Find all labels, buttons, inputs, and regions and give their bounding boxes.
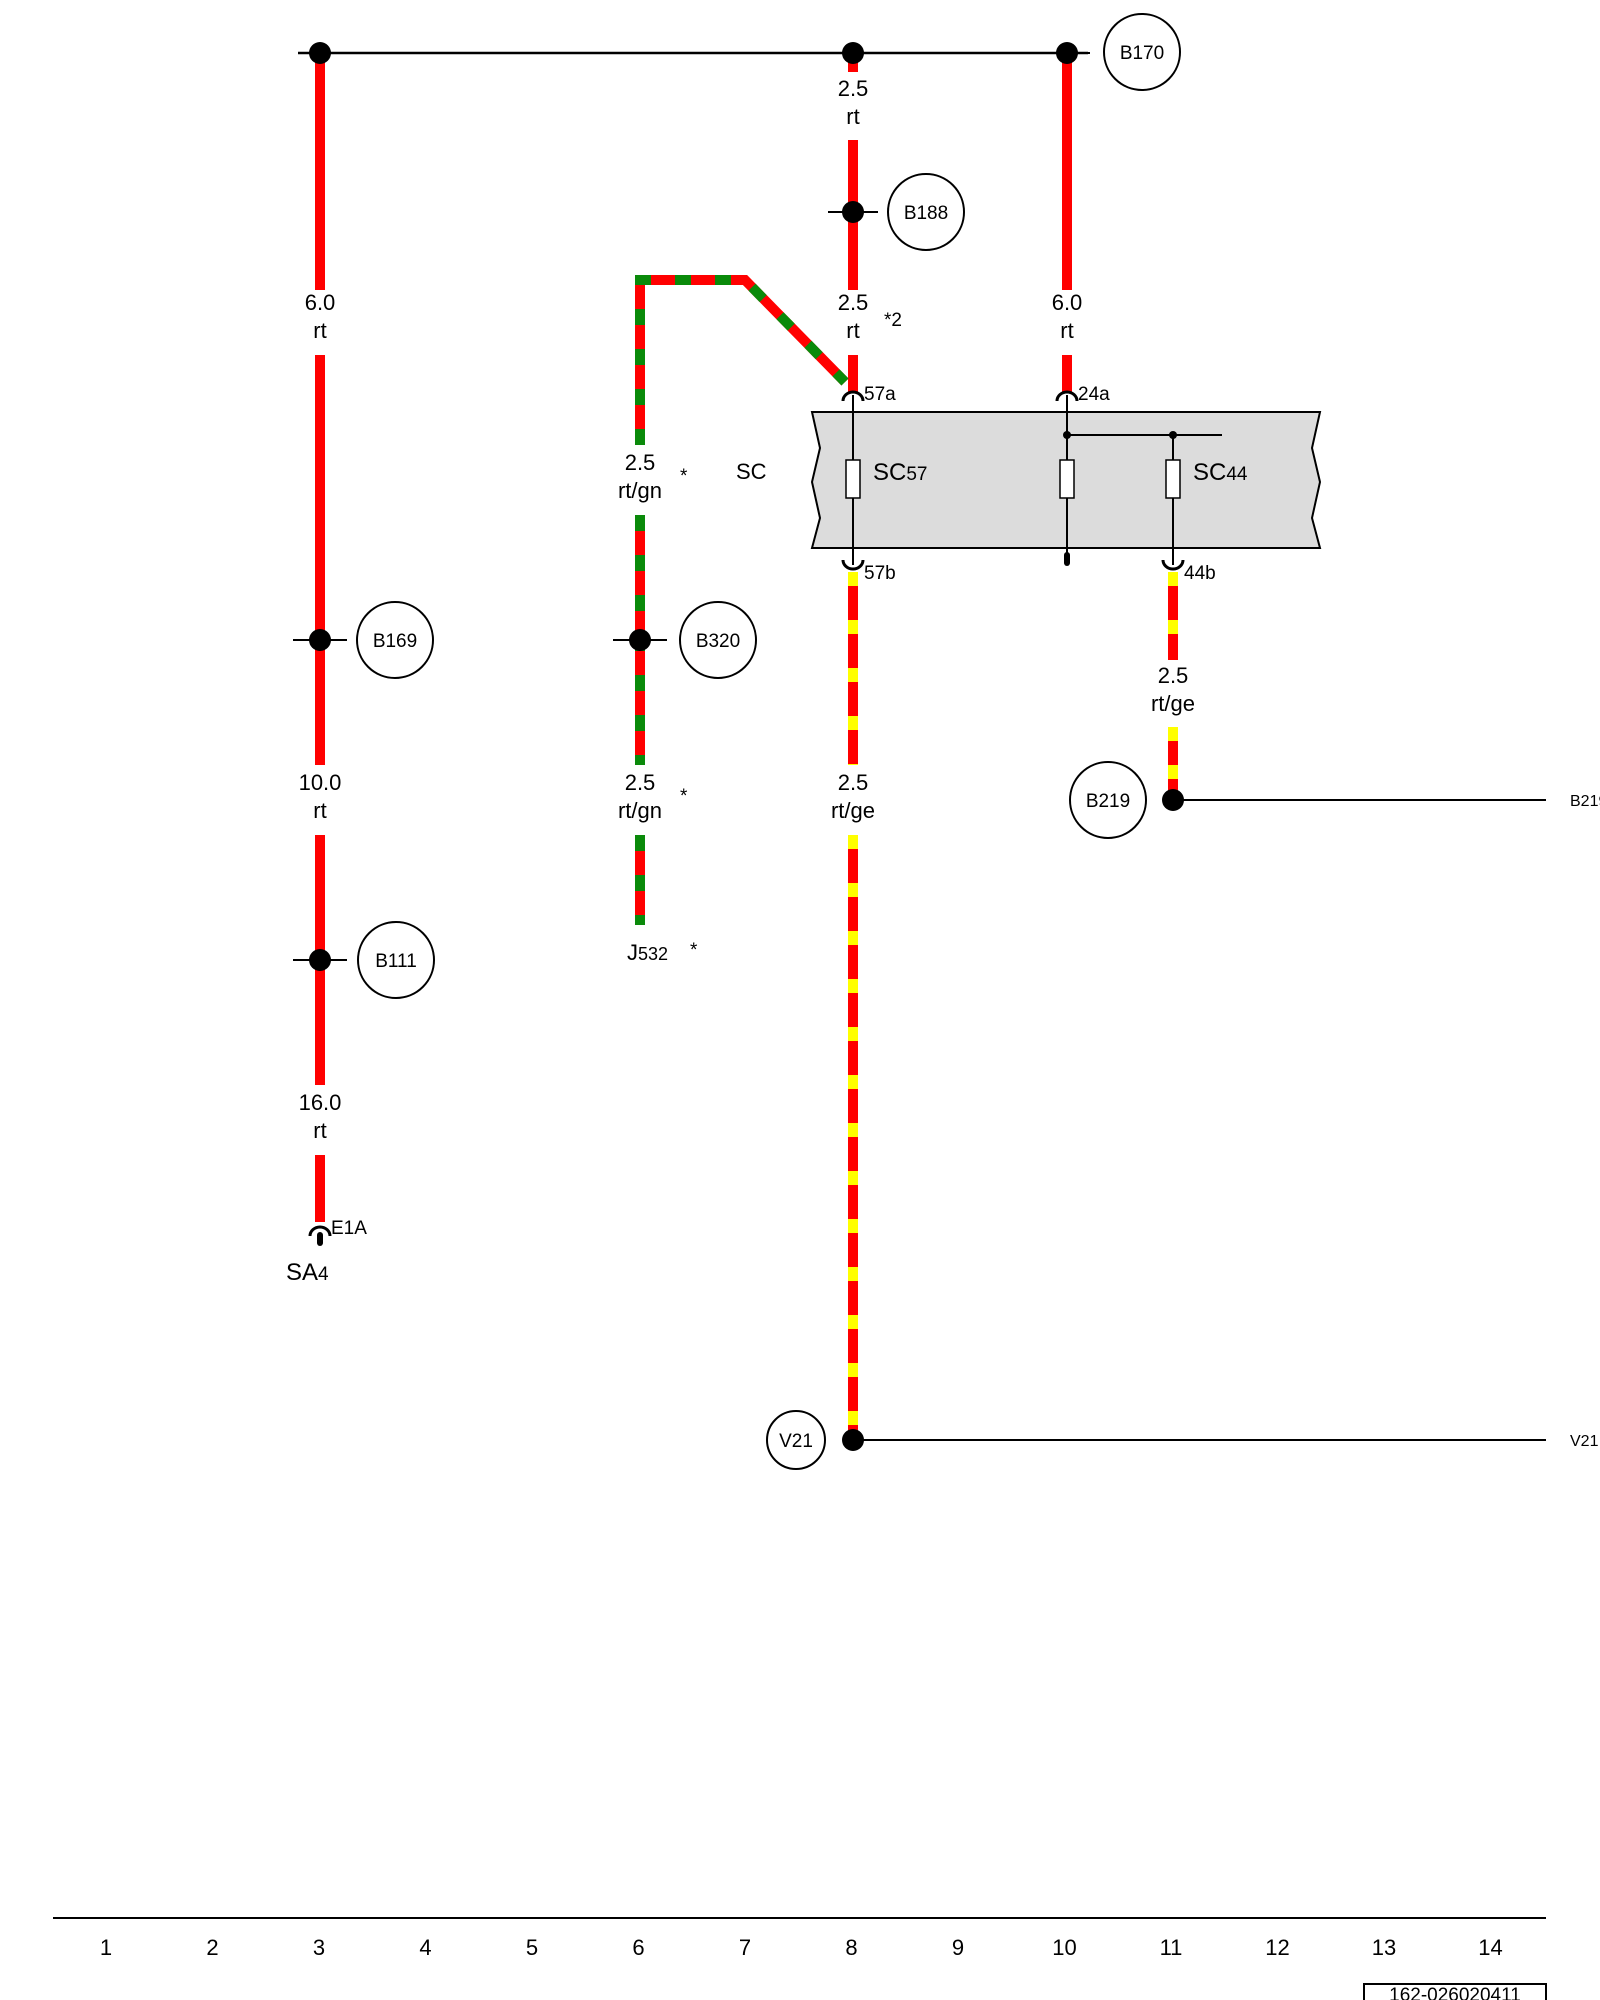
svg-text:2.5: 2.5 bbox=[838, 76, 869, 101]
svg-text:rt: rt bbox=[846, 318, 859, 343]
sc-fuse-box bbox=[810, 395, 1322, 566]
svg-text:B169: B169 bbox=[373, 631, 417, 652]
component-sc44: SC44 bbox=[1193, 459, 1248, 486]
wire-label-w4: 2.5 rt/gn * bbox=[618, 450, 688, 503]
wire-label-w9: 6.0 rt bbox=[1052, 290, 1083, 343]
column-number: 3 bbox=[313, 1935, 325, 1960]
pin-24a-label: 24a bbox=[1078, 384, 1110, 405]
column-number: 1 bbox=[100, 1935, 112, 1960]
pin-contacts bbox=[308, 390, 1185, 1246]
column-number: 6 bbox=[632, 1935, 644, 1960]
svg-text:rt/gn: rt/gn bbox=[618, 798, 662, 823]
column-number: 13 bbox=[1372, 1935, 1396, 1960]
offpage-b219[interactable]: B219 bbox=[1570, 793, 1600, 810]
column-number: 12 bbox=[1265, 1935, 1289, 1960]
svg-text:*2: *2 bbox=[884, 310, 902, 331]
pin-e1a: E1A bbox=[331, 1218, 367, 1239]
contact-44b-icon bbox=[1161, 559, 1185, 571]
connection-b169[interactable]: B169 bbox=[356, 601, 434, 679]
svg-text:rt: rt bbox=[313, 798, 326, 823]
contact-57b-icon bbox=[841, 559, 865, 571]
column-number: 4 bbox=[419, 1935, 431, 1960]
svg-text:6.0: 6.0 bbox=[1052, 290, 1083, 315]
connection-b320[interactable]: B320 bbox=[679, 601, 757, 679]
column-number: 11 bbox=[1160, 1935, 1183, 1960]
svg-text:6.0: 6.0 bbox=[305, 290, 336, 315]
fuse-sc44-icon bbox=[1165, 459, 1181, 499]
wire-label-w1: 6.0 rt bbox=[305, 290, 336, 343]
column-number: 14 bbox=[1478, 1935, 1502, 1960]
pin-57b: 57b bbox=[864, 563, 896, 584]
column-number: 7 bbox=[739, 1935, 751, 1960]
svg-text:rt: rt bbox=[313, 318, 326, 343]
component-j532: J532 bbox=[627, 940, 668, 965]
svg-text:rt: rt bbox=[846, 104, 859, 129]
svg-text:2.5: 2.5 bbox=[625, 450, 656, 475]
component-j532-note: * bbox=[690, 940, 698, 961]
connection-v21[interactable]: V21 bbox=[766, 1410, 826, 1470]
wire-label-w10: 2.5 rt/ge bbox=[1151, 663, 1195, 716]
contact-e1a-icon bbox=[308, 1225, 332, 1237]
wire-rt-gn bbox=[635, 275, 849, 925]
column-number: 8 bbox=[845, 1935, 857, 1960]
svg-text:rt: rt bbox=[313, 1118, 326, 1143]
wire-label-w3: 16.0 rt bbox=[299, 1090, 342, 1143]
column-number: 10 bbox=[1052, 1935, 1076, 1960]
svg-text:2.5: 2.5 bbox=[625, 770, 656, 795]
connection-b170[interactable]: B170 bbox=[1103, 13, 1181, 91]
svg-text:B188: B188 bbox=[904, 203, 948, 224]
svg-text:2.5: 2.5 bbox=[1158, 663, 1189, 688]
contact-24a-icon bbox=[1055, 390, 1079, 402]
diagram-id: 162-026020411 bbox=[1363, 1983, 1547, 2000]
svg-text:16.0: 16.0 bbox=[299, 1090, 342, 1115]
svg-text:2.5: 2.5 bbox=[838, 290, 869, 315]
svg-text:rt/ge: rt/ge bbox=[831, 798, 875, 823]
svg-text:rt/gn: rt/gn bbox=[618, 478, 662, 503]
column-number: 9 bbox=[952, 1935, 964, 1960]
pin-57a: 57a bbox=[864, 384, 896, 405]
svg-text:B219: B219 bbox=[1086, 791, 1130, 812]
wire-label-w6: 2.5 rt bbox=[838, 76, 869, 129]
wire-label-w2: 10.0 rt bbox=[299, 770, 342, 823]
fuse-icon bbox=[1059, 459, 1075, 499]
connection-b188[interactable]: B188 bbox=[887, 173, 965, 251]
wire-label-w7: 2.5 rt *2 bbox=[838, 290, 902, 343]
svg-text:rt: rt bbox=[1060, 318, 1073, 343]
svg-text:B111: B111 bbox=[375, 951, 417, 972]
svg-text:2.5: 2.5 bbox=[838, 770, 869, 795]
offpage-v21[interactable]: V21 bbox=[1570, 1433, 1599, 1450]
fuse-sc57-icon bbox=[845, 459, 861, 499]
pin-44b: 44b bbox=[1184, 563, 1216, 584]
svg-text:V21: V21 bbox=[779, 1431, 813, 1452]
wire-label-w8: 2.5 rt/ge bbox=[831, 770, 875, 823]
svg-text:*: * bbox=[680, 786, 688, 807]
column-number: 2 bbox=[206, 1935, 218, 1960]
connection-b219[interactable]: B219 bbox=[1069, 761, 1147, 839]
wire-label-w5: 2.5 rt/gn * bbox=[618, 770, 688, 823]
component-sc57: SC57 bbox=[873, 459, 927, 486]
component-sa4: SA4 bbox=[286, 1259, 329, 1286]
junction-dots bbox=[293, 42, 1184, 1451]
connection-b111[interactable]: B111 bbox=[357, 921, 435, 999]
svg-text:B320: B320 bbox=[696, 631, 740, 652]
svg-text:B170: B170 bbox=[1120, 43, 1164, 64]
svg-text:162-026020411: 162-026020411 bbox=[1389, 1985, 1521, 2000]
sc-box-label: SC bbox=[736, 459, 767, 484]
svg-text:*: * bbox=[680, 466, 688, 487]
contact-57a-icon bbox=[841, 390, 865, 402]
column-number: 5 bbox=[526, 1935, 538, 1960]
svg-text:rt/ge: rt/ge bbox=[1151, 691, 1195, 716]
svg-text:10.0: 10.0 bbox=[299, 770, 342, 795]
